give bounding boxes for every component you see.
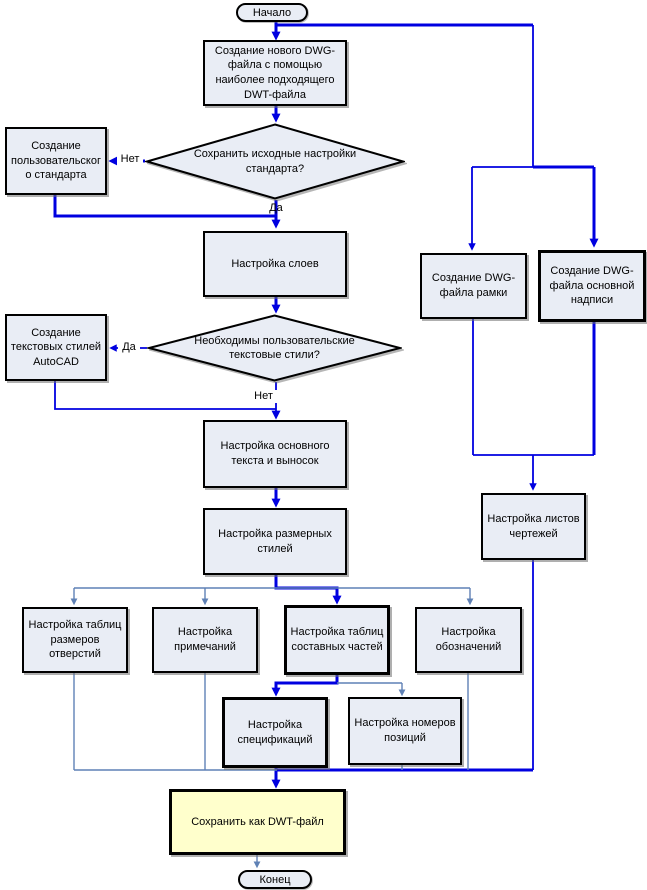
process-dimension-styles: Настройка размерных стилей [203,508,347,575]
branch-label-no-standard: Нет [117,152,143,166]
process-layer-setup-label: Настройка слоев [231,257,319,270]
process-frame-dwg-label: Создание DWG-файла рамки [431,272,516,299]
process-dimension-styles-label: Настройка размерных стилей [218,527,332,555]
process-item-numbers: Настройка номеров позиций [348,697,462,765]
process-hole-tables: Настройка таблиц размеров отверстий [22,607,128,673]
process-base-text-leaders-label: Настройка основного текста и выносок [220,440,330,467]
diamond-shape [147,314,402,382]
branch-label-yes-standard: Да [269,202,283,214]
diamond-shape [145,123,405,200]
process-symbols: Настройка обозначений [415,607,522,673]
decision-custom-text-styles-label: Необходимы пользовательские текстовые ст… [194,334,355,361]
process-title-block-dwg: Создание DWG-файла основной надписи [538,250,646,322]
process-notes-label: Настройка примечаний [174,626,236,653]
process-item-numbers-label: Настройка номеров позиций [354,717,456,744]
process-notes: Настройка примечаний [152,607,258,673]
node-end-label: Конец [259,873,291,886]
process-create-dwg-file: Создание нового DWG-файла с помощью наиб… [203,40,347,106]
process-create-user-standard-label: Создание пользовательского стандарта [11,140,101,182]
process-specifications-label: Настройка спецификаций [237,718,313,746]
process-specifications: Настройка спецификаций [222,697,328,768]
process-frame-dwg: Создание DWG-файла рамки [420,253,527,319]
process-create-user-standard: Создание пользовательского стандарта [5,127,107,195]
decision-custom-text-styles: Необходимы пользовательские текстовые ст… [147,314,402,382]
node-start: Начало [236,3,308,22]
process-create-dwg-file-label: Создание нового DWG-файла с помощью наиб… [214,44,336,101]
process-create-text-styles-label: Создание текстовых стилей AutoCAD [10,326,102,368]
process-base-text-leaders: Настройка основного текста и выносок [203,420,347,488]
process-title-block-dwg-label: Создание DWG-файла основной надписи [549,265,635,307]
branch-label-yes-text-styles: Да [118,341,140,354]
process-sheet-setup-label: Настройка листов чертежей [487,512,580,540]
process-save-dwt: Сохранить как DWT-файл [169,789,346,855]
process-sheet-setup: Настройка листов чертежей [481,493,586,560]
process-parts-tables-label: Настройка таблиц составных частей [290,626,384,653]
process-layer-setup: Настройка слоев [203,231,347,297]
process-parts-tables: Настройка таблиц составных частей [284,605,390,675]
node-start-label: Начало [252,6,292,19]
decision-keep-standard-settings-label: Сохранить исходные настройки стандарта? [193,148,357,175]
branch-label-no-text-styles: Нет [250,390,277,403]
process-save-dwt-label: Сохранить как DWT-файл [191,815,324,828]
process-symbols-label: Настройка обозначений [435,626,502,653]
decision-keep-standard-settings: Сохранить исходные настройки стандарта? [145,123,405,200]
process-hole-tables-label: Настройка таблиц размеров отверстий [28,619,122,661]
node-end: Конец [238,870,312,889]
process-create-text-styles: Создание текстовых стилей AutoCAD [5,314,107,381]
